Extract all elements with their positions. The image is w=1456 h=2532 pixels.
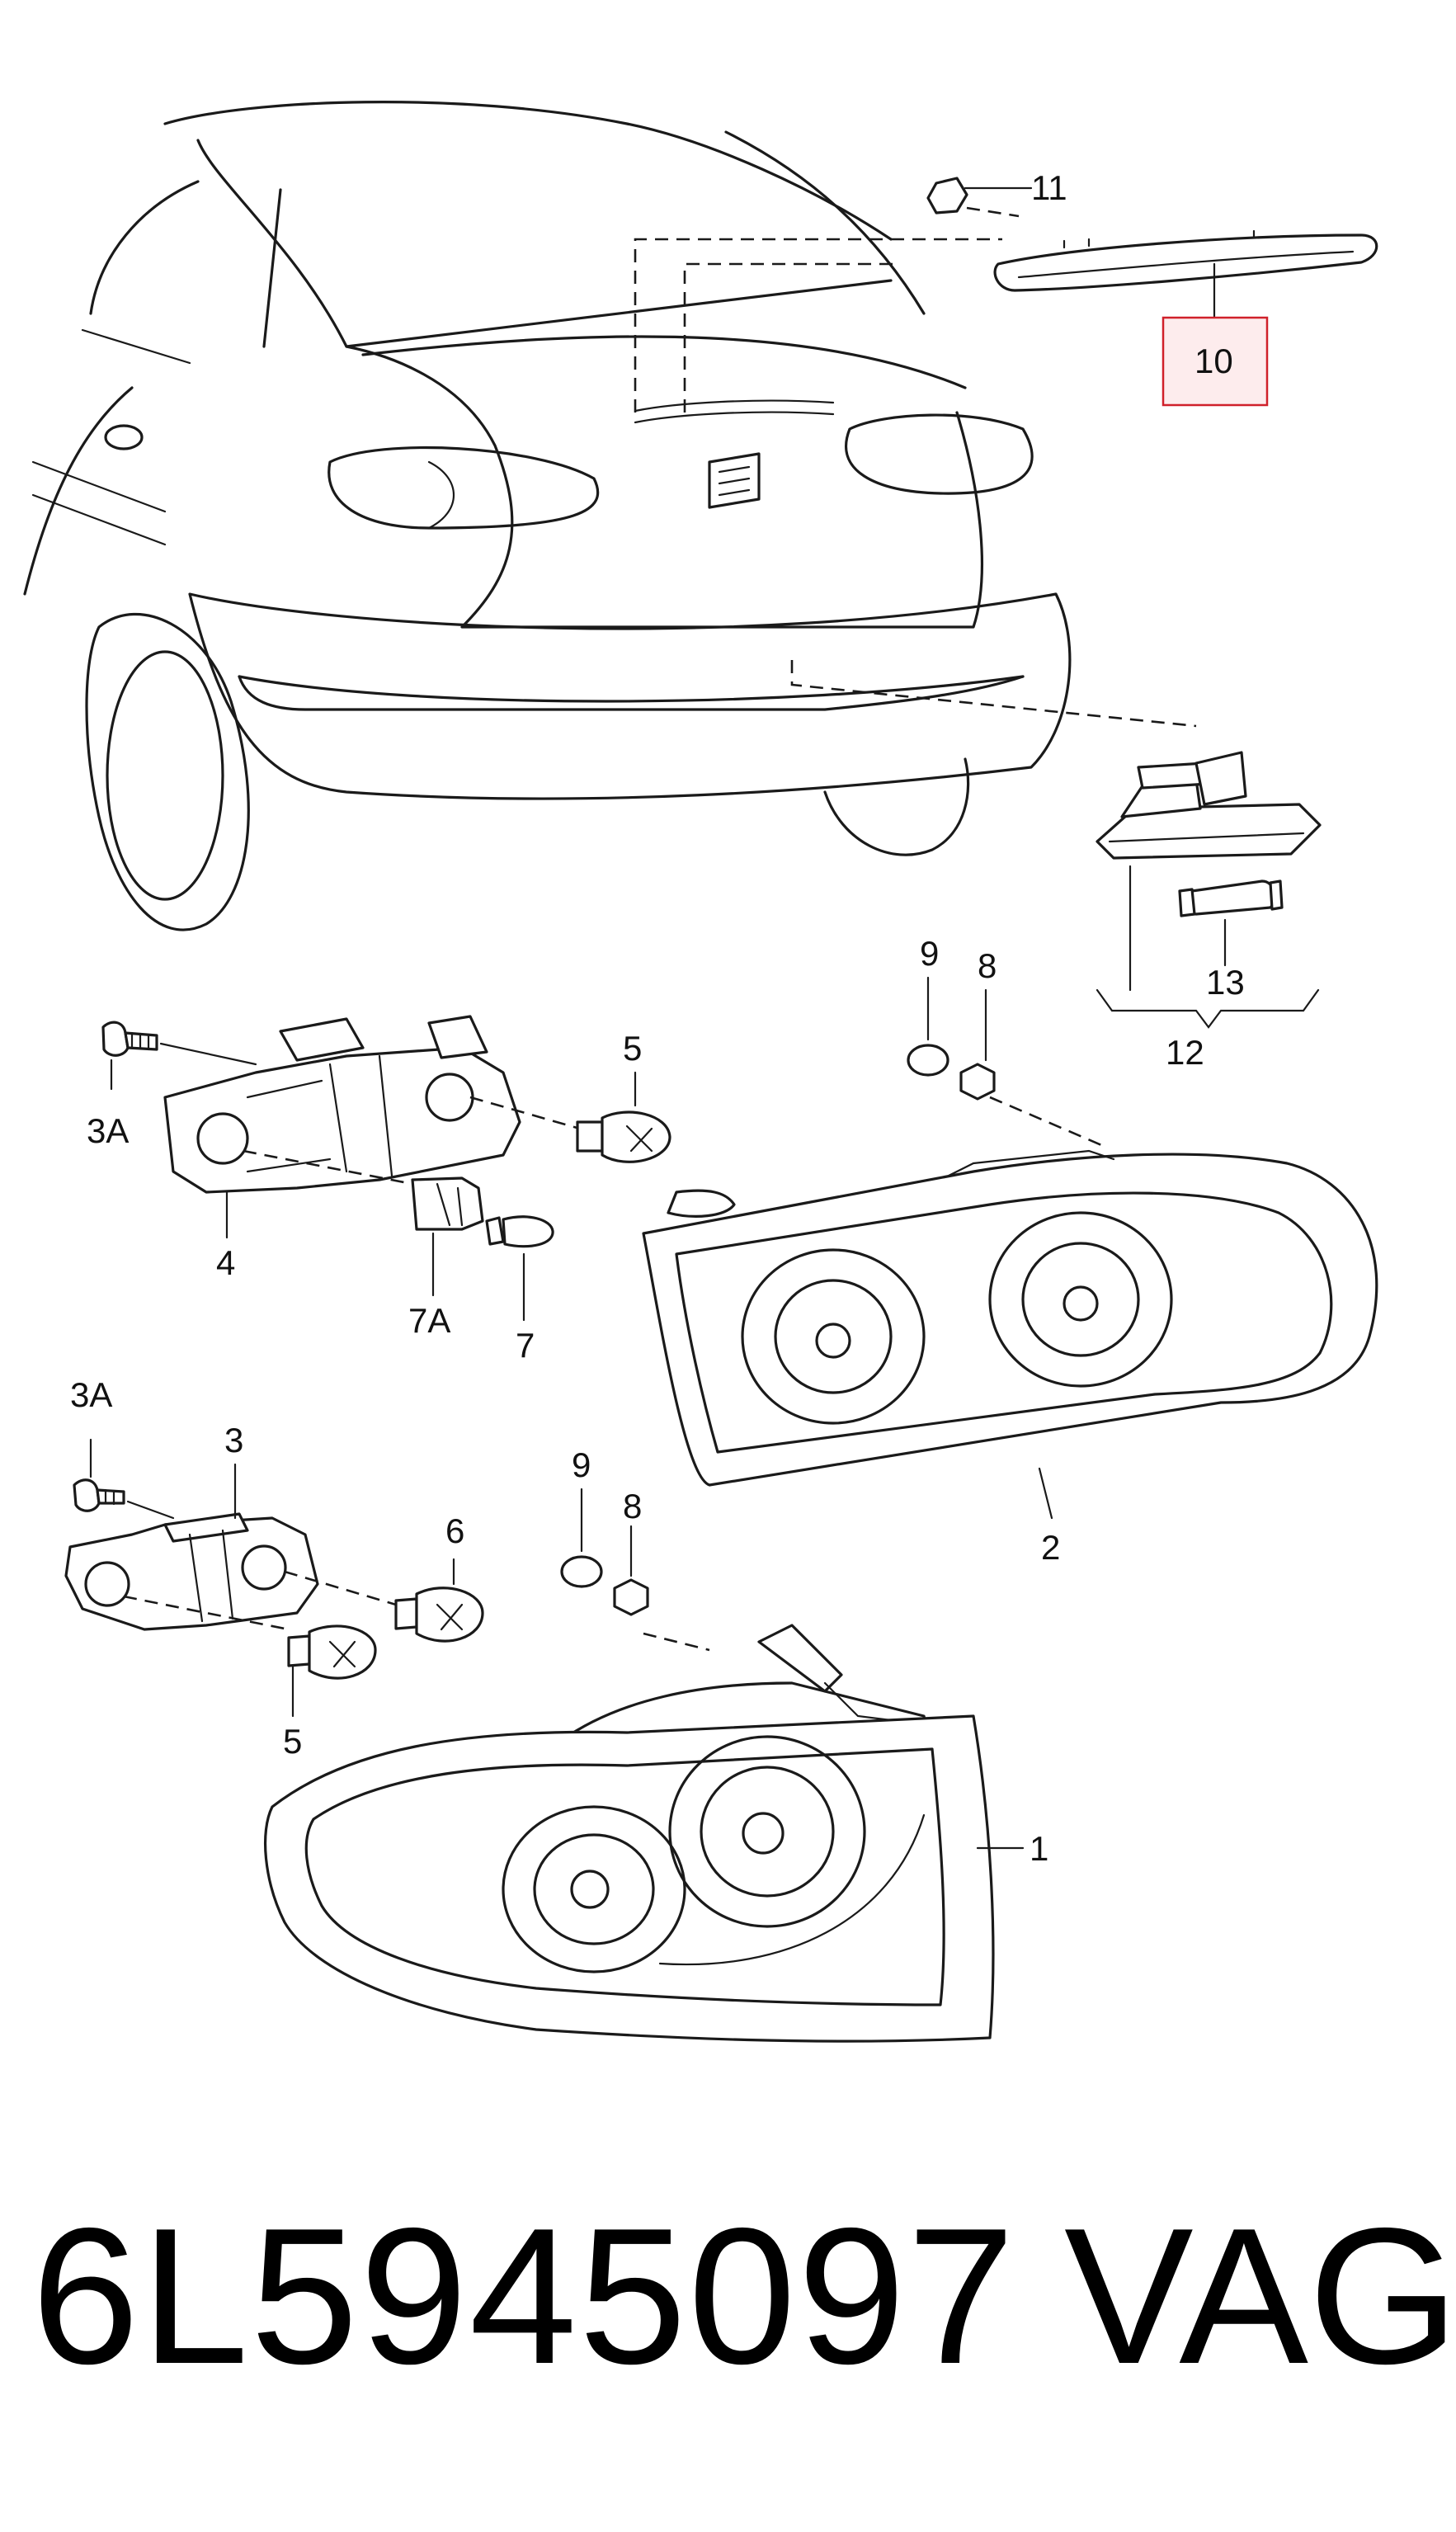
callout-3: 3 bbox=[224, 1421, 243, 1459]
callout-5-top: 5 bbox=[623, 1029, 642, 1068]
callout-2: 2 bbox=[1041, 1528, 1060, 1567]
bulb-part-5-bottom bbox=[287, 1624, 377, 1718]
part-number: 6L5945097 bbox=[31, 2187, 1017, 2404]
callout-7: 7 bbox=[516, 1326, 535, 1365]
screw-part-3a-bottom bbox=[73, 1438, 175, 1520]
nut-part-8-top bbox=[959, 988, 996, 1101]
callout-3a-top: 3A bbox=[87, 1111, 129, 1150]
callout-12: 12 bbox=[1166, 1033, 1204, 1072]
callout-13: 13 bbox=[1206, 963, 1245, 1002]
callout-11: 11 bbox=[1031, 168, 1067, 207]
bulb-part-5-top bbox=[576, 1071, 671, 1163]
callout-6: 6 bbox=[445, 1511, 464, 1550]
highlight-box-10 bbox=[1162, 316, 1269, 407]
callout-8-top: 8 bbox=[978, 946, 997, 985]
high-brake-light-part-10 bbox=[993, 229, 1378, 319]
car-rear-illustration bbox=[23, 101, 1197, 931]
callout-3a-bottom: 3A bbox=[70, 1375, 112, 1414]
bulb-part-7 bbox=[485, 1215, 554, 1322]
nut-part-9-bottom bbox=[560, 1488, 603, 1588]
brand-label: VAG bbox=[1064, 2187, 1456, 2404]
callout-10: 10 bbox=[1194, 342, 1233, 380]
callout-9-bottom: 9 bbox=[572, 1445, 591, 1484]
nut-part-9-top bbox=[907, 976, 949, 1077]
screw-part-3a-top bbox=[101, 1021, 257, 1091]
callout-9-top: 9 bbox=[920, 934, 939, 973]
bulb-holder-part-3 bbox=[64, 1463, 397, 1631]
callout-1: 1 bbox=[1030, 1829, 1048, 1868]
screw-part-11 bbox=[926, 177, 1033, 218]
callout-4: 4 bbox=[216, 1243, 235, 1282]
parts-diagram: 11 10 13 12 9 8 3A 5 4 7A 7 2 3A 3 9 8 6… bbox=[23, 101, 1378, 2043]
socket-part-7a bbox=[411, 1176, 484, 1297]
bulb-part-13 bbox=[1096, 865, 1320, 1029]
bulb-holder-part-4 bbox=[163, 1015, 587, 1239]
callout-5-bottom: 5 bbox=[283, 1722, 302, 1761]
outer-tail-light-part-1 bbox=[263, 1624, 1025, 2043]
plate-light-part-12 bbox=[1096, 751, 1322, 860]
callout-7a: 7A bbox=[408, 1301, 450, 1340]
nut-part-8-bottom bbox=[613, 1525, 649, 1616]
callout-8-bottom: 8 bbox=[623, 1487, 642, 1525]
inner-tail-light-part-2 bbox=[642, 1096, 1378, 1520]
bulb-part-6 bbox=[394, 1558, 484, 1643]
